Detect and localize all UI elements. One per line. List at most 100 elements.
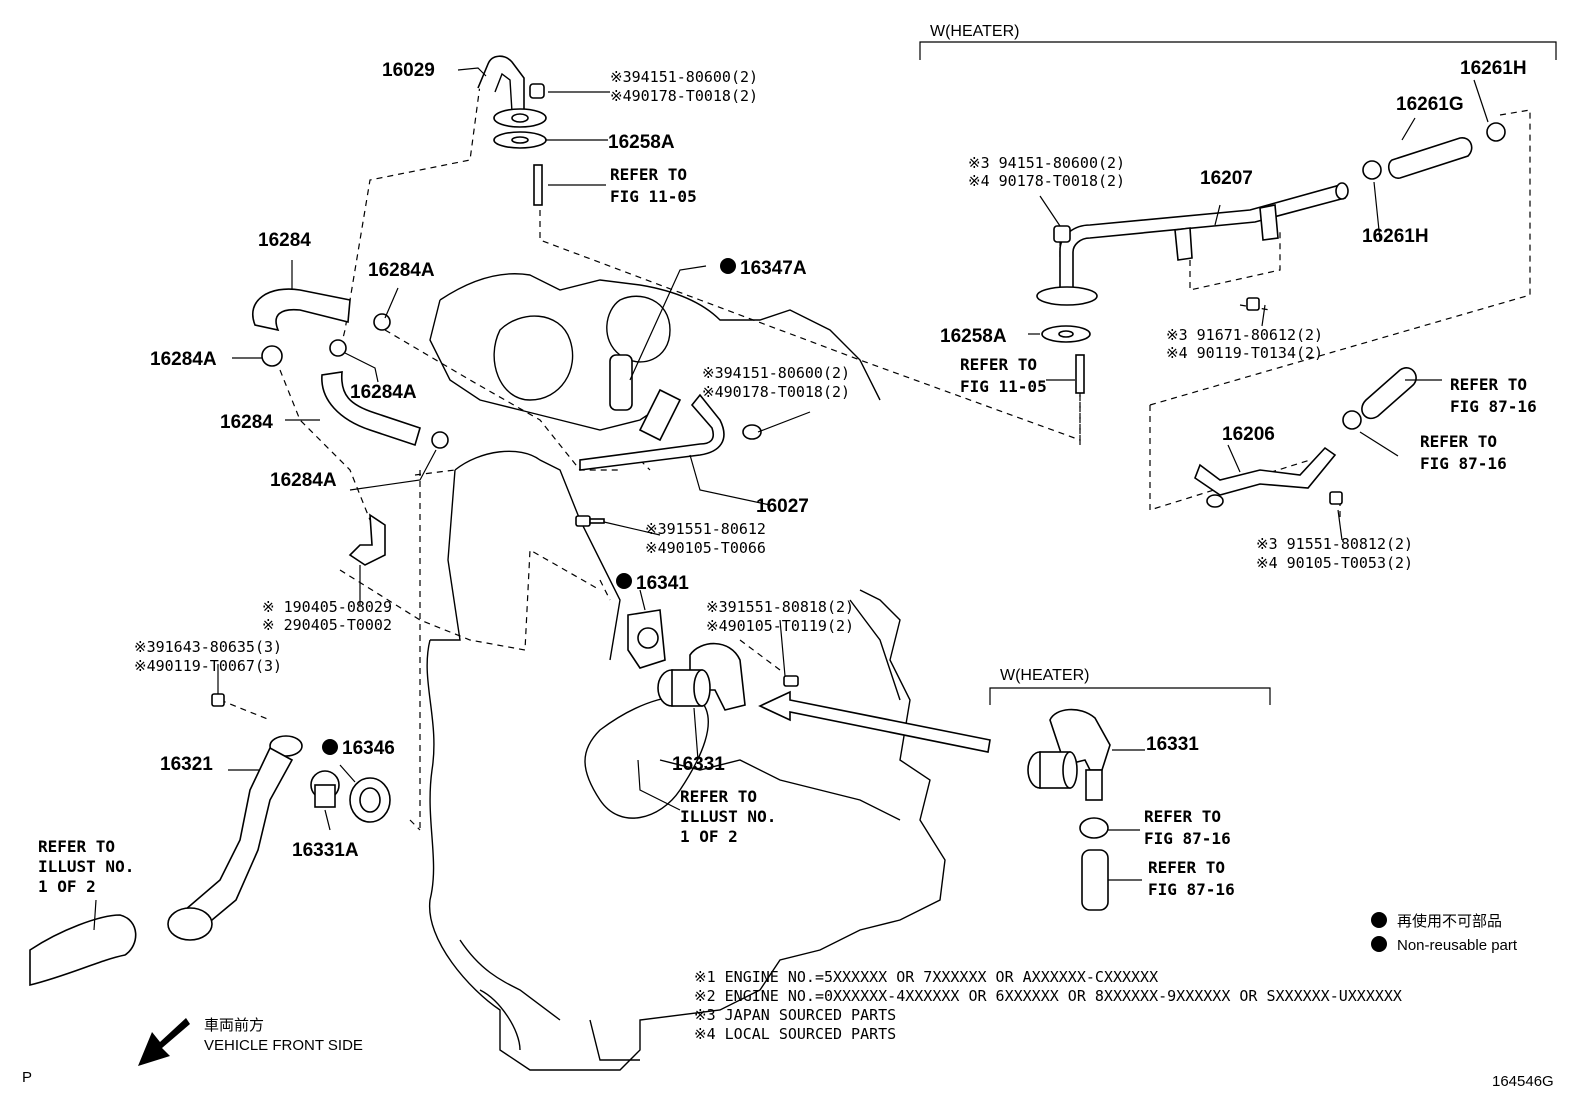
vehicle-front-caption: 車両前方 VEHICLE FRONT SIDE <box>204 1017 363 1054</box>
front-en: VEHICLE FRONT SIDE <box>204 1037 363 1054</box>
part-label: 16346 <box>342 738 395 759</box>
refer-line: FIG 11-05 <box>610 187 697 206</box>
note-line: ※3 91671-80612(2) <box>1166 326 1323 344</box>
page-letter: P <box>22 1069 32 1086</box>
footnote-line: ※2 ENGINE NO.=0XXXXXX-4XXXXXX OR 6XXXXXX… <box>694 987 1402 1005</box>
refer-labels: REFER TO FIG 11-05 REFER TO FIG 11-05 RE… <box>38 165 1537 899</box>
part-label: 16284A <box>270 470 337 491</box>
part-label: 16331 <box>672 754 725 775</box>
part-label: 16331 <box>1146 734 1199 755</box>
corner-ids: P 164546G <box>22 1069 1554 1090</box>
part-16258A-gasket[interactable] <box>1041 325 1091 343</box>
part-label: 16284A <box>368 260 435 281</box>
part-label: 16284 <box>258 230 311 251</box>
note-line: ※ 190405-08029 <box>262 598 392 616</box>
leader-lines <box>93 67 1489 931</box>
part-label: 16284 <box>220 412 273 433</box>
note-line: ※3 91551-80812(2) <box>1256 535 1413 553</box>
refer-line: REFER TO <box>38 837 115 856</box>
front-jp: 車両前方 <box>204 1017 264 1034</box>
note-line: ※490178-T0018(2) <box>610 87 758 105</box>
part-union-fitting[interactable] <box>348 513 386 566</box>
part-label: 16321 <box>160 754 213 775</box>
note-line: ※ 290405-T0002 <box>262 616 392 634</box>
refer-line: REFER TO <box>1144 807 1221 826</box>
part-16261G-hose[interactable] <box>1388 137 1473 179</box>
heater-brackets <box>919 41 1557 705</box>
refer-line: REFER TO <box>1148 858 1225 877</box>
note-line: ※394151-80600(2) <box>702 364 850 382</box>
part-16284-hose-lower[interactable] <box>321 371 421 447</box>
part-label: 16261H <box>1460 58 1527 79</box>
bolt-icon[interactable] <box>211 693 225 707</box>
part-16331A-thermostat[interactable] <box>310 770 340 808</box>
part-label: 16261G <box>1396 94 1464 115</box>
part-16331-heater-inlet[interactable] <box>1027 708 1111 801</box>
part-16206-pipe[interactable] <box>1194 446 1337 508</box>
notes: ※394151-80600(2) ※490178-T0018(2) ※39415… <box>134 68 1413 675</box>
stud-icon[interactable] <box>1075 354 1085 394</box>
direction-arrow <box>758 690 991 753</box>
clamp-icon[interactable] <box>261 313 449 449</box>
bolt-icon[interactable] <box>1329 491 1343 505</box>
stud-icon[interactable] <box>533 164 543 206</box>
part-16346-gasket[interactable] <box>349 777 391 823</box>
part-label: 16207 <box>1200 168 1253 189</box>
note-line: ※394151-80600(2) <box>610 68 758 86</box>
part-16321-outlet[interactable] <box>167 735 303 941</box>
clamp-icon[interactable] <box>1079 817 1109 839</box>
part-label: 16258A <box>608 132 675 153</box>
part-labels: 16029 16258A 16284 16284A 16284A 16284A … <box>150 58 1527 861</box>
note-line: ※490105-T0119(2) <box>706 617 854 635</box>
heater-label: W(HEATER) <box>1000 667 1089 684</box>
part-16027-pipe[interactable] <box>579 388 762 471</box>
part-16207-heater-pipe[interactable] <box>1036 182 1349 306</box>
nut-icon[interactable] <box>529 83 545 99</box>
refer-line: FIG 87-16 <box>1450 397 1537 416</box>
refer-line: REFER TO <box>960 355 1037 374</box>
part-16347A-gasket[interactable] <box>609 354 633 411</box>
refer-line: 1 OF 2 <box>680 827 738 846</box>
part-label: 16258A <box>940 326 1007 347</box>
hose-refer-lower <box>1081 849 1109 911</box>
footnotes: ※1 ENGINE NO.=5XXXXXX OR 7XXXXXX OR AXXX… <box>694 968 1402 1043</box>
heater-headers: W(HEATER) W(HEATER) <box>930 23 1089 684</box>
refer-line: REFER TO <box>1450 375 1527 394</box>
part-16284-hose-upper[interactable] <box>252 288 351 332</box>
nut-icon[interactable] <box>1053 225 1071 243</box>
clamp-icon[interactable] <box>1342 410 1362 430</box>
footnote-line: ※4 LOCAL SOURCED PARTS <box>694 1025 896 1043</box>
part-16258A-gasket[interactable] <box>493 131 547 149</box>
part-label: 16331A <box>292 840 359 861</box>
legend-en: Non-reusable part <box>1397 937 1518 954</box>
part-16029-pipe[interactable] <box>477 55 547 128</box>
bolt-icon[interactable] <box>783 675 799 687</box>
part-label: 16284A <box>150 349 217 370</box>
footnote-line: ※1 ENGINE NO.=5XXXXXX OR 7XXXXXX OR AXXX… <box>694 968 1158 986</box>
note-line: ※490119-T0067(3) <box>134 657 282 675</box>
hose-refer-upper <box>1361 367 1417 420</box>
refer-line: FIG 11-05 <box>960 377 1047 396</box>
refer-line: ILLUST NO. <box>680 807 776 826</box>
bolt-icon[interactable] <box>1246 297 1260 311</box>
refer-line: REFER TO <box>1420 432 1497 451</box>
bolt-icon[interactable] <box>575 515 605 527</box>
note-line: ※391551-80612 <box>645 520 766 538</box>
dashed-guides <box>219 84 1531 831</box>
refer-line: FIG 87-16 <box>1420 454 1507 473</box>
note-line: ※4 90178-T0018(2) <box>968 172 1125 190</box>
note-line: ※3 94151-80600(2) <box>968 154 1125 172</box>
part-16331-inlet[interactable] <box>657 642 746 711</box>
footnote-line: ※3 JAPAN SOURCED PARTS <box>694 1006 896 1024</box>
part-16341-gasket[interactable] <box>627 609 666 669</box>
clamp-icon[interactable] <box>1362 122 1506 180</box>
refer-line: REFER TO <box>680 787 757 806</box>
illustration-id: 164546G <box>1492 1073 1554 1090</box>
non-reusable-dot-icon <box>322 258 1387 952</box>
part-label: 16284A <box>350 382 417 403</box>
note-line: ※391643-80635(3) <box>134 638 282 656</box>
part-label: 16341 <box>636 573 689 594</box>
legend-jp: 再使用不可部品 <box>1397 913 1502 930</box>
refer-line: FIG 87-16 <box>1144 829 1231 848</box>
